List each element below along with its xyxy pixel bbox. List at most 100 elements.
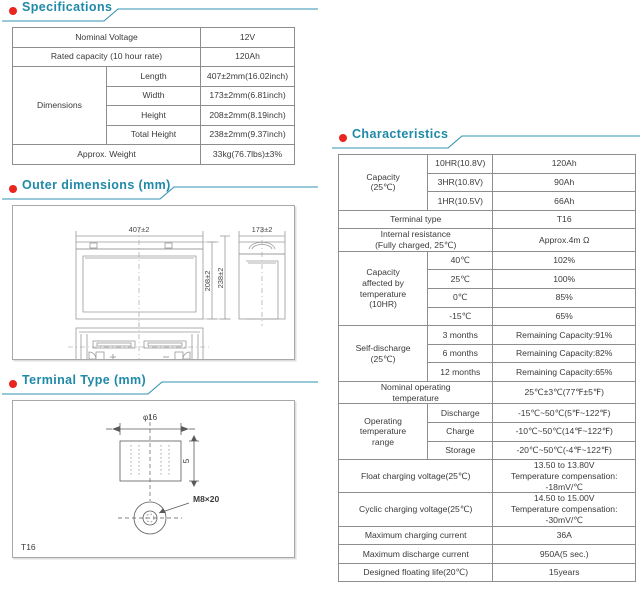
- heading-rule: [2, 380, 318, 395]
- self-discharge-label: Self-discharge (25℃): [337, 325, 429, 382]
- nominal-operating-temp-line2: temperature: [392, 392, 439, 403]
- capacity-1hr-value: 66Ah: [492, 191, 636, 211]
- cyclic-charging-line2: Temperature compensation:: [510, 504, 618, 515]
- table-row: Rated capacity (10 hour rate) 120Ah: [12, 46, 295, 67]
- capacity-temp-minus15-label: -15℃: [427, 306, 494, 327]
- terminal-type-panel: φ16 5 M8×20 T16: [12, 399, 295, 558]
- table-row: 1HR(10.5V) 66Ah: [339, 191, 636, 211]
- outer-dimensions-heading: Outer dimensions (mm): [0, 178, 320, 202]
- bullet-icon: [9, 7, 17, 15]
- side-width-dimension: 173±2: [252, 225, 273, 234]
- dimension-width-label: Width: [106, 85, 201, 106]
- characteristics-title: Characteristics: [352, 127, 449, 141]
- characteristics-table: Capacity (25℃) 10HR(10.8V) 120Ah 3HR(10.…: [337, 154, 636, 583]
- operating-temp-charge-value: -10℃~50℃(14℉~122℉): [492, 422, 636, 442]
- table-row: Designed floating life(20℃) 15years: [337, 562, 636, 583]
- nominal-operating-temp-line1: Nominal operating: [380, 382, 451, 392]
- table-row: Charge -10℃~50℃(14℉~122℉): [339, 422, 636, 442]
- table-row: Float charging voltage(25℃) 13.50 to 13.…: [337, 459, 636, 494]
- table-row: Operating temperature range Discharge -1…: [337, 403, 636, 461]
- self-discharge-line1: Self-discharge: [355, 342, 411, 353]
- cyclic-charging-voltage-label: Cyclic charging voltage(25℃): [337, 492, 494, 527]
- terminal-type-title: Terminal Type (mm): [22, 372, 147, 387]
- approx-weight-value: 33kg(76.7lbs)±3%: [200, 144, 295, 165]
- outer-dimensions-title: Outer dimensions (mm): [22, 177, 171, 192]
- front-width-dimension: 407±2: [129, 225, 150, 234]
- table-row: Dimensions Length 407±2mm(16.02inch): [12, 66, 295, 145]
- specifications-heading: Specifications: [0, 0, 320, 24]
- bullet-icon: [339, 134, 347, 142]
- capacity-1hr-label: 1HR(10.5V): [427, 191, 494, 211]
- table-row: Nominal operating temperature 25℃±3℃(77℉…: [337, 380, 636, 405]
- operating-temp-discharge-label: Discharge: [427, 403, 494, 424]
- capacity-label-line2: (25℃): [370, 182, 396, 193]
- outer-dimensions-drawing: 407±2 173±2 208±2 238±2: [68, 225, 286, 359]
- table-row: Maximum charging current 36A: [337, 525, 636, 546]
- operating-temp-storage-value: -20℃~50℃(-4℉~122℉): [492, 440, 636, 461]
- max-charging-current-label: Maximum charging current: [337, 525, 494, 546]
- table-row: Capacity (25℃) 10HR(10.8V) 120Ah: [337, 154, 636, 211]
- dimensions-label: Dimensions: [12, 66, 107, 145]
- right-column: Characteristics Capacity (25℃) 10HR(10.8…: [330, 0, 642, 599]
- operating-temperature-range-label: Operating temperature range: [337, 403, 429, 461]
- float-charging-voltage-label: Float charging voltage(25℃): [337, 459, 494, 494]
- max-discharge-current-label: Maximum discharge current: [337, 544, 494, 564]
- terminal-type-label: Terminal type: [337, 209, 494, 230]
- bullet-icon: [9, 379, 17, 388]
- table-row: 12 months Remaining Capacity:65%: [339, 362, 636, 382]
- table-row: 0℃ 85%: [339, 288, 636, 308]
- internal-resistance-line1: Internal resistance: [380, 229, 451, 240]
- internal-resistance-line2: (Fully charged, 25℃): [375, 240, 457, 251]
- self-discharge-3m-label: 3 months: [427, 325, 494, 345]
- capacity-10hr-value: 120Ah: [492, 154, 636, 174]
- dimension-length-value: 407±2mm(16.02inch): [200, 66, 295, 87]
- cyclic-charging-line3: -30mV/℃: [545, 514, 583, 525]
- self-discharge-6m-label: 6 months: [427, 343, 494, 364]
- dimension-total-height-value: 238±2mm(9.37inch): [200, 124, 295, 145]
- terminal-model-label: T16: [21, 541, 36, 552]
- capacity-temperature-line1: Capacity: [366, 267, 400, 278]
- capacity-temp-40-value: 102%: [492, 250, 636, 271]
- capacity-temp-0-label: 0℃: [427, 288, 494, 308]
- capacity-label: Capacity (25℃): [337, 154, 429, 211]
- operating-temp-range-line3: range: [372, 437, 395, 448]
- specifications-table: Nominal Voltage 12V Rated capacity (10 h…: [12, 27, 295, 165]
- characteristics-heading: Characteristics: [330, 127, 642, 151]
- self-discharge-12m-label: 12 months: [427, 362, 494, 382]
- table-row: 3HR(10.8V) 90Ah: [339, 172, 636, 193]
- float-charging-line2: Temperature compensation:: [510, 470, 618, 481]
- capacity-label-line1: Capacity: [366, 171, 400, 182]
- cyclic-charging-voltage-value: 14.50 to 15.00V Temperature compensation…: [492, 492, 636, 527]
- terminal-drawing: φ16 5 M8×20: [106, 413, 219, 534]
- terminal-bolt-label: M8×20: [193, 494, 219, 504]
- bullet-icon: [9, 184, 17, 193]
- designed-floating-life-label: Designed floating life(20℃): [337, 562, 494, 583]
- left-column: Specifications Nominal Voltage 12V Rated…: [0, 0, 320, 599]
- table-row: Total Height 238±2mm(9.37inch): [13, 124, 295, 145]
- self-discharge-line2: (25℃): [370, 353, 396, 364]
- dimension-height-value: 208±2mm(8.19inch): [200, 105, 295, 126]
- capacity-temp-25-value: 100%: [492, 269, 636, 290]
- dimension-length-label: Length: [106, 66, 201, 87]
- self-discharge-3m-value: Remaining Capacity:91%: [492, 325, 636, 345]
- table-row: Terminal type T16: [337, 209, 636, 230]
- nominal-voltage-value: 12V: [200, 27, 295, 48]
- terminal-type-heading: Terminal Type (mm): [0, 373, 320, 397]
- table-row: Approx. Weight 33kg(76.7lbs)±3%: [12, 144, 295, 165]
- capacity-temp-25-label: 25℃: [427, 269, 494, 290]
- nominal-voltage-label: Nominal Voltage: [12, 27, 201, 48]
- capacity-temperature-label: Capacity affected by temperature (10HR): [337, 250, 429, 327]
- front-height-total-dimension: 238±2: [216, 267, 225, 288]
- internal-resistance-label: Internal resistance (Fully charged, 25℃): [337, 228, 494, 252]
- heading-rule: [2, 185, 318, 200]
- rated-capacity-label: Rated capacity (10 hour rate): [12, 46, 201, 67]
- table-row: Cyclic charging voltage(25℃) 14.50 to 15…: [337, 492, 636, 527]
- table-row: Internal resistance (Fully charged, 25℃)…: [337, 228, 636, 252]
- nominal-operating-temperature-value: 25℃±3℃(77℉±5℉): [492, 380, 636, 405]
- table-row: 6 months Remaining Capacity:82%: [339, 343, 636, 364]
- rated-capacity-value: 120Ah: [200, 46, 295, 67]
- operating-temp-discharge-value: -15℃~50℃(5℉~122℉): [492, 403, 636, 424]
- max-charging-current-value: 36A: [492, 525, 636, 546]
- table-row: Self-discharge (25℃) 3 months Remaining …: [337, 325, 636, 382]
- internal-resistance-value: Approx.4m Ω: [492, 228, 636, 252]
